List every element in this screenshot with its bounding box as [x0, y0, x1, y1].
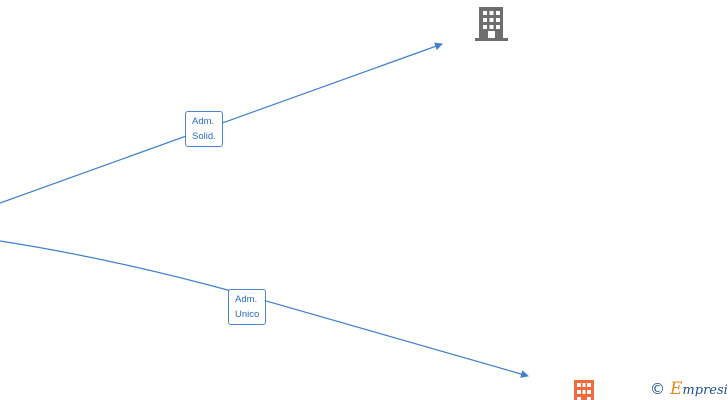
edge-label-unico: Adm. Unico — [228, 289, 267, 325]
brand-logo-rest: mpresia — [682, 383, 728, 398]
building-icon — [574, 380, 594, 400]
copyright-symbol: © — [650, 380, 665, 398]
edge-line-unico — [0, 240, 529, 378]
building-icon — [475, 7, 508, 41]
edge-label-solid-line-2: Solid. — [192, 131, 216, 142]
brand-logo: Empresia — [670, 379, 728, 399]
empresia-watermark: © Empresia — [650, 378, 728, 400]
edge-label-solid-line-1: Adm. — [192, 116, 215, 127]
edge-label-unico-line-2: Unico — [235, 309, 260, 320]
company-node-top[interactable] — [475, 7, 508, 46]
edge-label-unico-line-1: Adm. — [235, 294, 258, 305]
edge-label-solid: Adm. Solid. — [185, 111, 223, 147]
company-node-bottom[interactable] — [572, 380, 596, 400]
brand-logo-initial: E — [670, 379, 683, 399]
